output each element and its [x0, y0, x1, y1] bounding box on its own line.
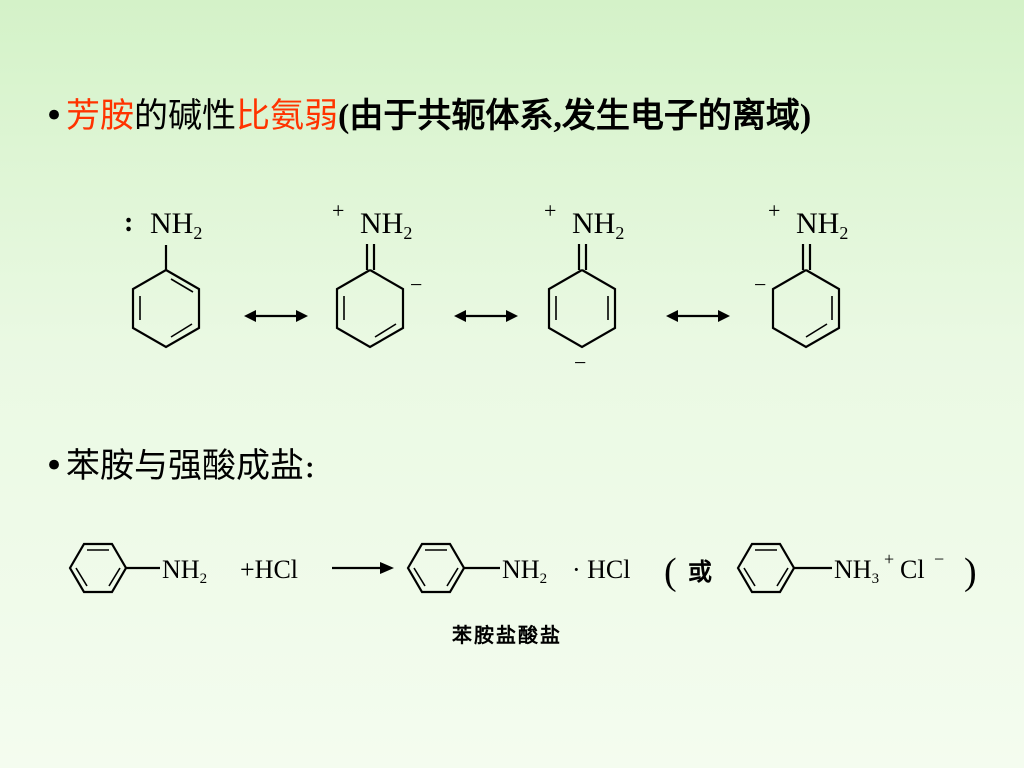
nh2-label: NH2 [502, 555, 547, 587]
ionic-form: NH3 + Cl − [736, 542, 944, 594]
nh2-label: NH2 [796, 207, 848, 243]
benzene-ring [131, 268, 201, 349]
hcl-adduct: · HCl [572, 555, 631, 584]
benzene-ring [736, 542, 796, 594]
chloride: Cl [900, 555, 925, 584]
product-aniline-hcl: NH2 · HCl [406, 542, 631, 594]
resonance-arrow-2 [454, 310, 518, 322]
nh2-label: NH2 [150, 207, 202, 243]
ring [771, 269, 841, 349]
reaction-arrow [332, 562, 394, 574]
plus-charge: + [544, 198, 556, 223]
resonance-structure-3: + NH2 − [544, 198, 624, 375]
resonance-arrow-3 [666, 310, 730, 322]
term-weaker-than-ammonia: 比氨弱 [236, 96, 338, 136]
resonance-structure-2: + NH2 − [332, 198, 422, 349]
minus-charge: − [934, 549, 944, 569]
resonance-structure-4: + NH2 − [754, 198, 848, 349]
right-paren: ) [964, 551, 977, 593]
minus-charge: − [574, 350, 586, 375]
left-paren: ( [664, 551, 677, 593]
plus-charge: + [884, 549, 894, 569]
text-explanation: (由于共轭体系,发生电子的离域) [338, 98, 812, 135]
minus-charge: − [410, 272, 422, 297]
benzene-ring [68, 542, 128, 594]
lone-pair: : [124, 207, 133, 238]
nh2-label: NH2 [360, 207, 412, 243]
plus-charge: + [768, 198, 780, 223]
resonance-structure-1: : NH2 [124, 207, 202, 349]
ring [547, 269, 617, 349]
nh3-label: NH3 [834, 555, 879, 587]
reactant-aniline: NH2 [68, 542, 207, 594]
text-salt-formation: 苯胺与强酸成盐: [66, 446, 316, 486]
bullet-salt-formation: •苯胺与强酸成盐: [44, 446, 315, 486]
term-aromatic-amine: 芳胺 [66, 96, 134, 136]
bullet-dot: • [44, 96, 65, 136]
benzene-ring [406, 542, 466, 594]
alt-word: 或 [688, 558, 712, 586]
ring [335, 269, 405, 349]
text-basicity: 的碱性 [134, 96, 236, 136]
resonance-arrow-1 [244, 310, 308, 322]
bullet-dot: • [44, 446, 65, 486]
bullet-aromatic-amine-basicity: •芳胺的碱性比氨弱(由于共轭体系,发生电子的离域) [44, 96, 811, 137]
nh2-label: NH2 [572, 207, 624, 243]
plus-charge: + [332, 198, 344, 223]
minus-charge: − [754, 272, 766, 297]
reagent-hcl: +HCl [240, 555, 298, 584]
product-caption: 苯胺盐酸盐 [451, 623, 562, 647]
nh2-label: NH2 [162, 555, 207, 587]
